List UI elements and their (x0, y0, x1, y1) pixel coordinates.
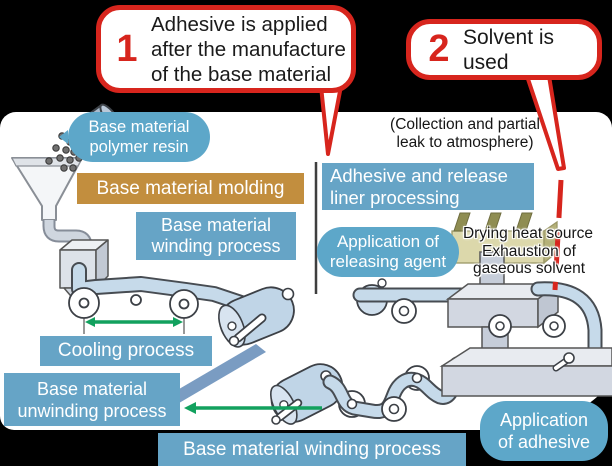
note-drying-heat-source: Drying heat source (448, 225, 608, 242)
exhaust-line1: Exhaustion of (482, 243, 576, 260)
coater-head-illustration (445, 281, 603, 376)
callout-adhesive-applied: 1 Adhesive is applied after the manufact… (96, 5, 356, 93)
unwinding-flow-arrow (184, 402, 322, 414)
winding-top-line1: Base material (160, 214, 272, 235)
callout1-line3: of the base material (151, 62, 332, 86)
winding-roll-illustration (218, 286, 295, 348)
winding-bottom-text: Base material winding process (183, 438, 441, 460)
polymer-resin-line1: Base material (88, 118, 190, 136)
cooling-span-arrow (85, 317, 183, 327)
unwinding-line2: unwinding process (17, 400, 167, 421)
collection-line2: leak to atmosphere) (396, 134, 534, 151)
drying-text: Drying heat source (462, 225, 594, 242)
callout1-pointer (319, 84, 343, 156)
note-collection-leak: (Collection and partial leak to atmosphe… (360, 116, 570, 152)
winding-top-line2: winding process (151, 236, 281, 256)
rel-agent-line2: releasing agent (329, 252, 447, 271)
callout2-text: Solvent is used (463, 25, 555, 74)
exhaust-line2: gaseous solvent (472, 260, 586, 277)
polymer-resin-line2: polymer resin (89, 138, 189, 156)
cooling-text: Cooling process (57, 340, 195, 361)
app-adhesive-line2: of adhesive (497, 432, 591, 452)
callout2-number: 2 (428, 28, 450, 70)
adh-liner-line2: liner processing (330, 186, 460, 208)
label-base-material-winding-process: Base material winding process (136, 212, 296, 260)
cooling-line-illustration (68, 262, 255, 334)
rel-agent-line1: Application of (336, 231, 440, 251)
label-cooling-process: Cooling process (40, 336, 212, 366)
callout1-number: 1 (116, 27, 138, 70)
collection-line1: (Collection and partial (390, 116, 540, 133)
label-application-of-adhesive: Application of adhesive (480, 401, 608, 461)
coater-table-illustration (439, 347, 612, 397)
callout1-line2: after the manufacture (151, 37, 346, 61)
molding-text: Base material molding (96, 177, 285, 199)
label-base-material-unwinding-process: Base material unwinding process (4, 373, 180, 426)
label-base-material-winding-process-bottom: Base material winding process (158, 433, 466, 466)
app-adhesive-line1: Application (499, 410, 589, 430)
transfer-band (162, 344, 266, 406)
label-base-material-polymer-resin: Base material polymer resin (59, 112, 210, 162)
label-base-material-molding: Base material molding (77, 173, 304, 204)
label-application-of-releasing-agent: Application of releasing agent (317, 227, 459, 277)
callout1-line1: Adhesive is applied (151, 12, 328, 36)
adh-liner-line1: Adhesive and release (330, 164, 508, 186)
callout-solvent-used: 2 Solvent is used (406, 19, 602, 80)
note-exhaustion-gaseous-solvent: Exhaustion of gaseous solvent (458, 243, 600, 277)
unwinding-line1: Base material (36, 378, 148, 399)
callout1-text: Adhesive is applied after the manufactur… (145, 12, 346, 87)
label-adhesive-release-liner-processing: Adhesive and release liner processing (322, 163, 534, 210)
release-liner-line-illustration (352, 251, 505, 324)
